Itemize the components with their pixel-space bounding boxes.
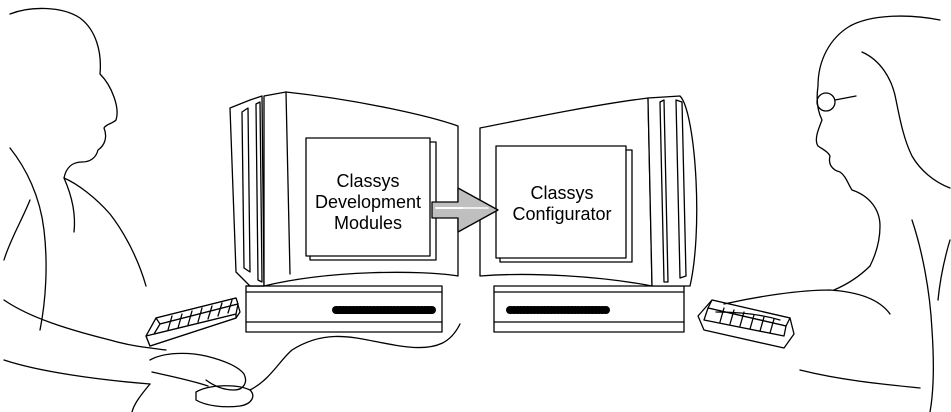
left-computer: [229, 91, 459, 333]
target-box-label: Classys Configurator: [500, 180, 624, 228]
left-hand: [149, 352, 247, 391]
left-keyboard: [145, 297, 241, 347]
right-keyboard: [697, 299, 795, 349]
target-line-1: Classys: [530, 183, 594, 203]
source-box-label: Classys Development Modules: [308, 166, 428, 238]
transfer-arrow: [431, 187, 499, 233]
source-line-1: Classys: [336, 170, 400, 191]
left-person: [3, 7, 167, 412]
target-line-2: Configurator: [512, 204, 612, 224]
right-person: [715, 15, 951, 412]
source-line-3: Modules: [333, 212, 403, 233]
mouse-icon: [195, 323, 461, 408]
right-computer: [479, 95, 698, 333]
source-line-2: Development: [314, 191, 422, 212]
